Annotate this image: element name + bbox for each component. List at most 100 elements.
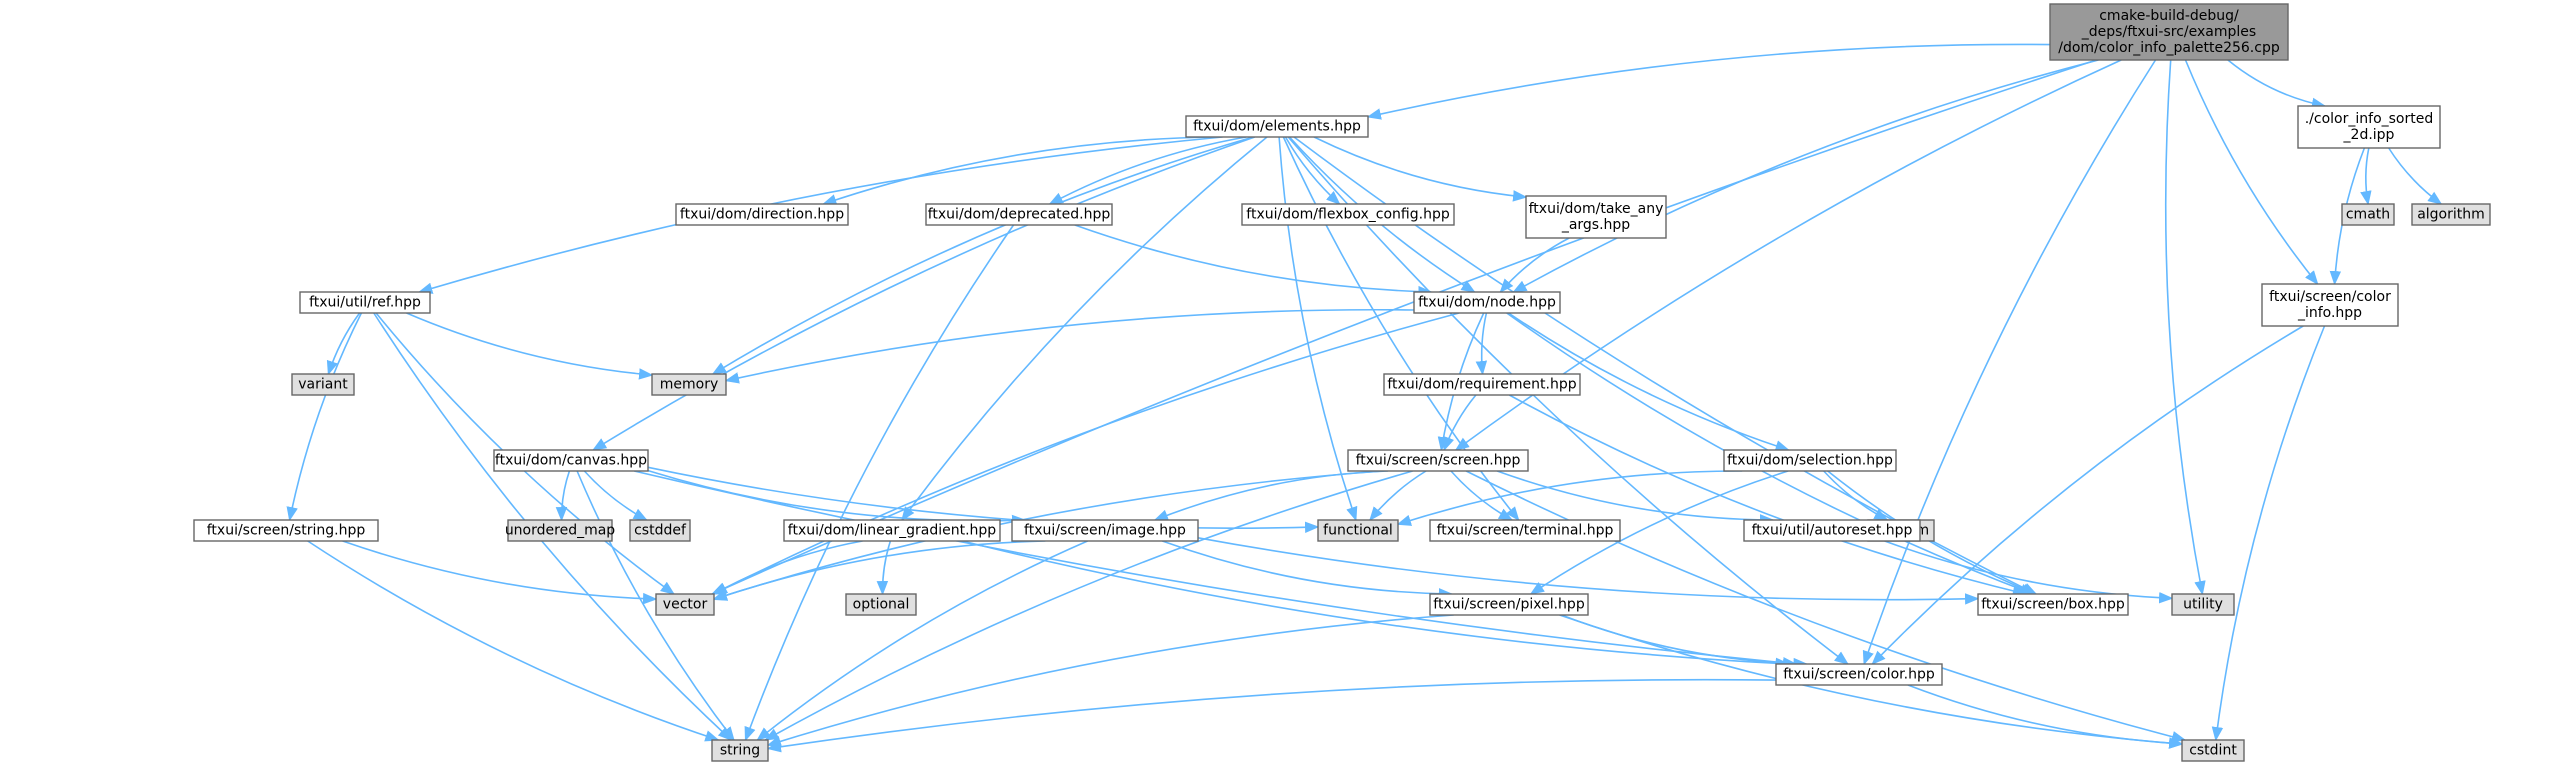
node-label-colorinfo-0: ftxui/screen/color — [2269, 289, 2391, 305]
node-sorted2d[interactable]: ./color_info_sorted_2d.ipp — [2297, 105, 2441, 149]
node-box-autoreset — [1743, 519, 1921, 542]
node-unordered-map: unordered_map — [505, 519, 615, 542]
edge-requirement-to-screen — [1443, 394, 1477, 452]
node-lingrad[interactable]: ftxui/dom/linear_gradient.hpp — [783, 519, 1001, 542]
node-label-functional-0: functional — [1323, 523, 1393, 539]
node-box-cmath — [2341, 203, 2395, 226]
edge-colorinfo-to-color — [1871, 325, 2304, 666]
edge-elements-to-direction — [822, 136, 1216, 206]
edge-root-to-color — [1862, 59, 2157, 666]
edge-elements-to-flexbox — [1284, 136, 1341, 205]
node-box-cstddef — [629, 519, 691, 542]
edge-root-to-sorted2d — [2227, 59, 2327, 110]
node-label-selection-0: ftxui/dom/selection.hpp — [1727, 453, 1893, 469]
edge-image-to-box — [1197, 537, 1980, 605]
node-label-color-0: ftxui/screen/color.hpp — [1783, 667, 1935, 683]
node-label-utility-0: utility — [2183, 597, 2223, 613]
node-label-elements-0: ftxui/dom/elements.hpp — [1193, 119, 1361, 135]
node-vector: vector — [655, 593, 715, 616]
edge-ref-to-variant — [326, 312, 361, 376]
node-label-image-0: ftxui/screen/image.hpp — [1024, 523, 1186, 539]
node-label-string-0: string — [720, 743, 760, 759]
node-box-algorithm — [2411, 203, 2491, 226]
node-box-variant — [291, 373, 355, 396]
node-box-unordered-map — [507, 519, 613, 542]
node-algorithm: algorithm — [2411, 203, 2491, 226]
node-root[interactable]: cmake-build-debug/_deps/ftxui-src/exampl… — [2049, 3, 2289, 61]
node-label-lingrad-0: ftxui/dom/linear_gradient.hpp — [788, 523, 997, 539]
node-box-string-hpp — [193, 519, 379, 542]
node-string: string — [711, 739, 769, 762]
node-box-color — [1775, 663, 1943, 686]
node-label-requirement-0: ftxui/dom/requirement.hpp — [1387, 377, 1576, 393]
edge-elements-to-ref — [418, 136, 1223, 294]
edge-lingrad-to-vector — [712, 540, 863, 595]
node-label-takeany-1: _args.hpp — [1561, 217, 1630, 233]
edge-screen-to-vector — [712, 470, 1384, 601]
node-autoreset[interactable]: ftxui/util/autoreset.hpp — [1743, 519, 1921, 542]
node-requirement[interactable]: ftxui/dom/requirement.hpp — [1383, 373, 1581, 396]
edge-color-to-string — [766, 678, 1777, 753]
node-deprecated[interactable]: ftxui/dom/deprecated.hpp — [925, 203, 1113, 226]
node-color[interactable]: ftxui/screen/color.hpp — [1775, 663, 1943, 686]
node-box-vector — [655, 593, 715, 616]
edge-selection-to-sstream — [1823, 470, 1889, 521]
node-colorinfo[interactable]: ftxui/screen/color_info.hpp — [2261, 283, 2399, 327]
edge-screen-to-string — [764, 470, 1413, 741]
edge-autoreset-to-utility — [1884, 540, 2174, 604]
node-box[interactable]: ftxui/screen/box.hpp — [1977, 593, 2129, 616]
edge-image-to-pixel — [1162, 540, 1454, 600]
node-box-functional — [1317, 519, 1399, 542]
node-takeany[interactable]: ftxui/dom/take_any_args.hpp — [1525, 195, 1667, 239]
node-image[interactable]: ftxui/screen/image.hpp — [1011, 519, 1199, 542]
edge-node-to-vector — [711, 312, 1460, 595]
node-label-root-0: cmake-build-debug/ — [2099, 8, 2239, 24]
node-direction[interactable]: ftxui/dom/direction.hpp — [675, 203, 849, 226]
edge-screen-to-autoreset — [1496, 470, 1775, 526]
edge-elements-to-lingrad — [901, 136, 1268, 522]
node-terminal[interactable]: ftxui/screen/terminal.hpp — [1429, 519, 1621, 542]
node-variant: variant — [291, 373, 355, 396]
node-label-colorinfo-1: _info.hpp — [2297, 305, 2362, 321]
node-box-deprecated — [925, 203, 1113, 226]
node-elements[interactable]: ftxui/dom/elements.hpp — [1185, 115, 1369, 138]
edge-root-to-utility — [2164, 59, 2206, 596]
node-box-ref — [299, 291, 431, 314]
node-label-screen-0: ftxui/screen/screen.hpp — [1356, 453, 1521, 469]
node-label-deprecated-0: ftxui/dom/deprecated.hpp — [928, 207, 1111, 223]
node-label-optional-0: optional — [853, 597, 910, 613]
node-box-lingrad — [783, 519, 1001, 542]
node-box-elements — [1185, 115, 1369, 138]
node-screen[interactable]: ftxui/screen/screen.hpp — [1347, 449, 1529, 472]
node-box-flexbox — [1241, 203, 1455, 226]
node-box-node — [1413, 291, 1561, 314]
node-selection[interactable]: ftxui/dom/selection.hpp — [1723, 449, 1897, 472]
node-box-memory — [651, 373, 727, 396]
node-string-hpp[interactable]: ftxui/screen/string.hpp — [193, 519, 379, 542]
edge-canvas-to-color — [634, 470, 1798, 669]
node-canvas[interactable]: ftxui/dom/canvas.hpp — [493, 449, 649, 472]
node-box-colorinfo — [2261, 283, 2399, 327]
node-label-sorted2d-0: ./color_info_sorted — [2305, 111, 2434, 127]
node-functional: functional — [1317, 519, 1399, 542]
edge-string_hpp-to-vector — [342, 540, 658, 605]
node-box-root — [2049, 3, 2289, 61]
node-cstddef: cstddef — [629, 519, 691, 542]
node-box-canvas — [493, 449, 649, 472]
node-box-cstdint — [2181, 739, 2245, 762]
edge-node-to-memory — [724, 308, 1415, 384]
edge-ref-to-memory — [406, 312, 654, 380]
node-box-terminal — [1429, 519, 1621, 542]
edge-elements-to-canvas — [591, 136, 1256, 451]
edge-string_hpp-to-string — [307, 540, 720, 742]
node-box-string — [711, 739, 769, 762]
edge-canvas-to-functional — [647, 466, 1320, 534]
node-flexbox[interactable]: ftxui/dom/flexbox_config.hpp — [1241, 203, 1455, 226]
node-ref[interactable]: ftxui/util/ref.hpp — [299, 291, 431, 314]
node-label-variant-0: variant — [298, 377, 348, 393]
node-label-flexbox-0: ftxui/dom/flexbox_config.hpp — [1246, 207, 1450, 223]
node-pixel[interactable]: ftxui/screen/pixel.hpp — [1429, 593, 1589, 616]
edge-node-to-requirement — [1475, 312, 1488, 376]
node-box-utility — [2171, 593, 2235, 616]
node-node[interactable]: ftxui/dom/node.hpp — [1413, 291, 1561, 314]
